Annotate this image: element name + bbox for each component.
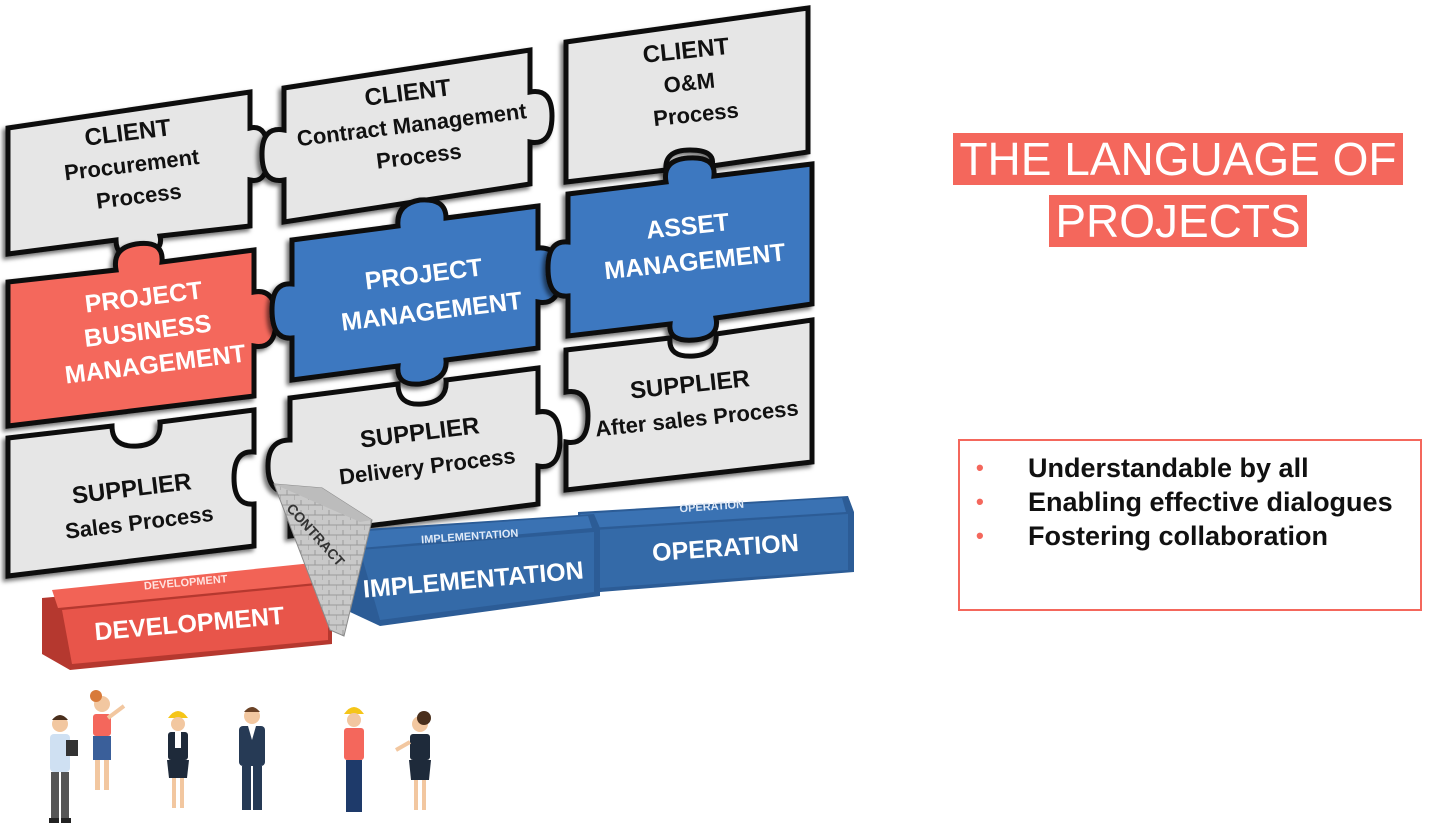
title-line-1: THE LANGUAGE OF (953, 133, 1403, 185)
puzzle-project-business-management: PROJECT BUSINESS MANAGEMENT (5, 240, 279, 429)
woman-hardhat-icon (167, 711, 189, 808)
woman-talking-icon (395, 711, 431, 810)
operation-top-label: OPERATION (679, 499, 744, 515)
bullet-list: •Understandable by all •Enabling effecti… (960, 441, 1420, 553)
title-line-2: PROJECTS (1049, 195, 1307, 247)
project-stages: OPERATION OPERATION IMPLEMENTATION IMPLE… (42, 483, 854, 670)
puzzle-client-contract-management: CLIENT Contract Management Process (259, 47, 555, 225)
bullet-item: •Fostering collaboration (976, 521, 1329, 551)
puzzle-supplier-after-sales: SUPPLIER After sales Process (563, 317, 815, 493)
puzzle-supplier-delivery: SUPPLIER Delivery Process (265, 365, 563, 539)
stage-implementation: IMPLEMENTATION IMPLEMENTATION (350, 514, 600, 626)
puzzle-project-management: PROJECT MANAGEMENT (269, 197, 563, 387)
bullet-item: •Understandable by all (976, 453, 1309, 483)
puzzle-supplier-sales: SUPPLIER Sales Process (5, 407, 257, 579)
stage-operation: OPERATION OPERATION (578, 496, 854, 592)
puzzle-client-procurement: CLIENT Procurement Process (5, 89, 271, 260)
man-hardhat-thinking-icon (344, 707, 364, 812)
stage-contract-wall: CONTRACT (273, 483, 373, 637)
puzzle-client-om: CLIENT O&M Process (563, 5, 811, 185)
businessman-icon (239, 707, 265, 810)
puzzle-grid: CLIENT Procurement Process CLIENT Contra… (5, 5, 815, 579)
puzzle-asset-management: ASSET MANAGEMENT (545, 155, 815, 343)
bullet-dot-icon: • (976, 523, 984, 548)
bullet-dot-icon: • (976, 455, 984, 480)
bullet-item: •Enabling effective dialogues (976, 487, 1393, 517)
bullet-list-box: •Understandable by all •Enabling effecti… (958, 439, 1422, 611)
bullet-dot-icon: • (976, 489, 984, 514)
stage-development: DEVELOPMENT DEVELOPMENT (42, 562, 332, 670)
page-title: THE LANGUAGE OF PROJECTS (938, 128, 1418, 252)
people-group (49, 690, 431, 823)
man-with-tablet-icon (49, 715, 78, 823)
woman-pointing-icon (90, 690, 126, 790)
